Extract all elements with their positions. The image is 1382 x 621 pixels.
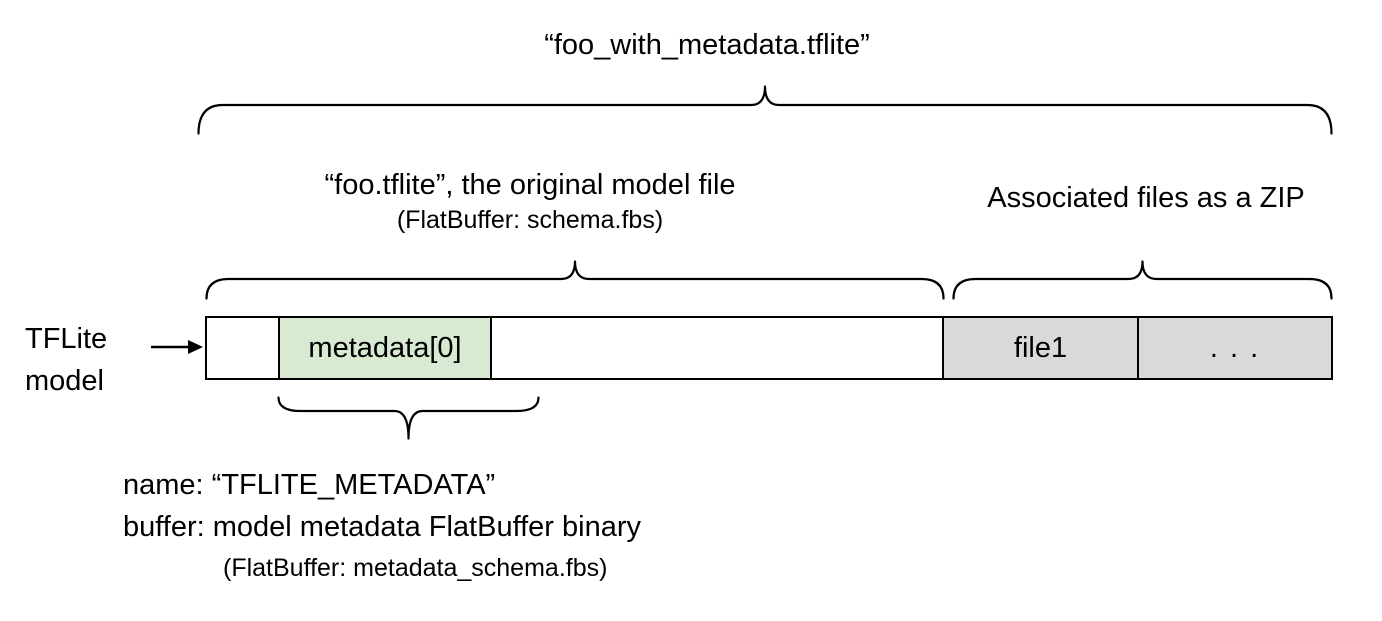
tflite-model-label-line2: model	[25, 365, 104, 397]
model-section-sublabel: (FlatBuffer: schema.fbs)	[396, 206, 664, 234]
zip-section-label: Associated files as a ZIP	[987, 182, 1305, 214]
metadata-name-line: name: “TFLITE_METADATA”	[123, 469, 496, 501]
segment-file1: file1	[944, 318, 1139, 378]
segment-model-body	[492, 318, 944, 378]
model-section-brace	[205, 260, 945, 300]
diagram-title: “foo_with_metadata.tflite”	[544, 29, 870, 61]
model-bar: metadata[0] file1 . . .	[205, 316, 1333, 380]
model-section-label: “foo.tflite”, the original model file	[324, 169, 736, 201]
segment-label: file1	[1013, 331, 1068, 364]
segment-metadata: metadata[0]	[280, 318, 492, 378]
segment-more-files: . . .	[1139, 318, 1331, 378]
zip-section-brace	[952, 260, 1333, 300]
tflite-model-label-line1: TFLite	[25, 323, 108, 355]
metadata-buffer-line: buffer: model metadata FlatBuffer binary	[123, 511, 641, 543]
whole-file-brace	[197, 85, 1333, 135]
segment-label: metadata[0]	[308, 331, 462, 364]
metadata-brace	[277, 396, 540, 440]
arrow-right-icon	[151, 340, 203, 354]
tflite-model-label: TFLite model	[25, 318, 107, 402]
segment-empty-header	[207, 318, 280, 378]
segment-label: . . .	[1209, 331, 1261, 364]
metadata-schema-line: (FlatBuffer: metadata_schema.fbs)	[223, 554, 608, 582]
metadata-note: name: “TFLITE_METADATA” buffer: model me…	[123, 464, 641, 588]
model-section-label-group: “foo.tflite”, the original model file (F…	[160, 166, 900, 236]
